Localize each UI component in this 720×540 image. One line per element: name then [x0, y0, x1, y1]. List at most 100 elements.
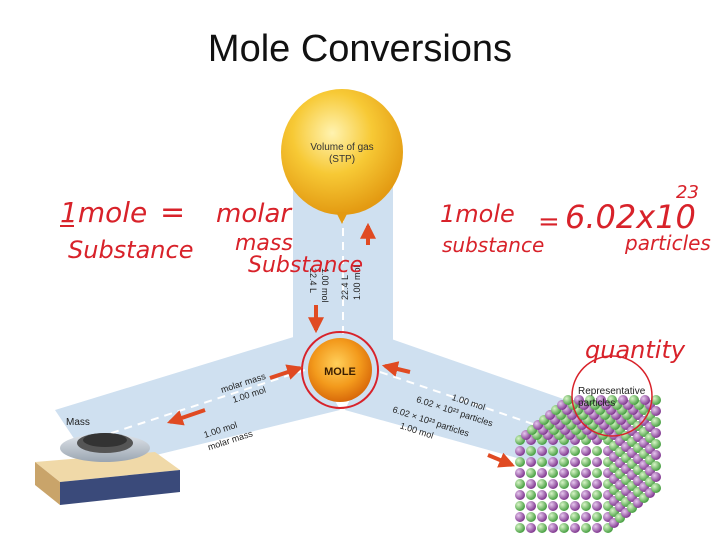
hw-right-2: substance [442, 233, 544, 257]
lattice-atom [526, 468, 536, 478]
lattice-atom [559, 490, 569, 500]
lattice-atom [515, 468, 525, 478]
lattice-atom [548, 490, 558, 500]
lattice-atom [548, 512, 558, 522]
lattice-atom [537, 523, 547, 533]
lattice-atom [581, 446, 591, 456]
particle-lattice [515, 395, 661, 533]
lattice-atom [574, 395, 584, 405]
lattice-atom [548, 446, 558, 456]
mass-label: Mass [66, 417, 90, 428]
vertical-left-bottom: 22.4 L [308, 268, 318, 293]
hw-molar-3: Substance [248, 253, 363, 278]
lattice-atom [526, 446, 536, 456]
lattice-atom [596, 395, 606, 405]
conversion-arrows [166, 222, 515, 468]
slide-title: Mole Conversions [207, 28, 513, 70]
lattice-atom [581, 468, 591, 478]
scale-illustration: Mass [35, 417, 180, 505]
lattice-atom [585, 395, 595, 405]
lattice-atom [537, 468, 547, 478]
lattice-atom [629, 395, 639, 405]
balloon: Volume of gas (STP) [281, 89, 403, 224]
lattice-atom [537, 446, 547, 456]
lattice-atom [559, 523, 569, 533]
lattice-atom [570, 501, 580, 511]
lattice-atom [607, 395, 617, 405]
lattice-atom [526, 479, 536, 489]
arrow-mass-to-mole [269, 364, 304, 380]
hw-equals-1: = [160, 195, 185, 230]
lattice-atom [548, 479, 558, 489]
lattice-atom [515, 446, 525, 456]
lattice-atom [570, 490, 580, 500]
hw-left-1: 1mole [60, 196, 147, 229]
mole-orb: MOLE [301, 331, 379, 409]
lattice-atom [592, 490, 602, 500]
handwritten-annotations: 1mole Substance = molar mass Substance 1… [60, 182, 711, 364]
vertical-right-top: 22.4 L [340, 275, 350, 300]
lattice-atom [526, 457, 536, 467]
volume-label-line1: Volume of gas [310, 142, 373, 153]
hw-molar-2: mass [235, 231, 293, 256]
lattice-atom [563, 395, 573, 405]
lattice-atom [515, 479, 525, 489]
lattice-atom [559, 512, 569, 522]
lattice-atom [537, 457, 547, 467]
lattice-atom [581, 457, 591, 467]
lattice-atom [651, 395, 661, 405]
vertical-labels-left: 1.00 mol 22.4 L [308, 268, 330, 303]
lattice-atom [570, 479, 580, 489]
lattice-atom [548, 468, 558, 478]
hw-exponent: 23 [676, 182, 699, 203]
lattice-atom [515, 457, 525, 467]
lattice-atom [515, 523, 525, 533]
particles-label-line2: particles [578, 398, 615, 409]
lattice-atom [570, 512, 580, 522]
mole-label: MOLE [324, 366, 356, 378]
lattice-atom [537, 501, 547, 511]
vertical-left-top: 1.00 mol [320, 268, 330, 303]
lattice-atom [515, 512, 525, 522]
lattice-atom [526, 523, 536, 533]
lattice-atom [559, 468, 569, 478]
lattice-atom [592, 512, 602, 522]
particles-label-circle [571, 355, 653, 437]
lattice-atom [651, 472, 661, 482]
lattice-atom [592, 457, 602, 467]
lattice-atom [651, 461, 661, 471]
lattice-atom [592, 468, 602, 478]
lattice-atom [526, 512, 536, 522]
lattice-atom [526, 490, 536, 500]
lattice-atom [570, 457, 580, 467]
lattice-atom [537, 479, 547, 489]
hw-right-1: 1mole [440, 200, 515, 228]
particles-label-line1: Representative [578, 386, 646, 397]
arrow-particles-to-mole [381, 361, 411, 377]
hw-particles: particles [624, 231, 711, 255]
arrow-to-particles [487, 452, 515, 468]
hw-molar-1: molar [216, 199, 293, 229]
lattice-atom [651, 417, 661, 427]
volume-label-line2: (STP) [329, 154, 355, 165]
lattice-atom [618, 395, 628, 405]
lattice-atom [640, 395, 650, 405]
lattice-atom [548, 457, 558, 467]
hw-left-2: Substance [68, 236, 193, 264]
lattice-atom [526, 501, 536, 511]
lattice-atom [559, 501, 569, 511]
lattice-atom [592, 523, 602, 533]
right-divider [379, 371, 581, 441]
lattice-atom [548, 523, 558, 533]
lattice-atom [570, 446, 580, 456]
lattice-atom [651, 439, 661, 449]
vertical-labels-right: 22.4 L 1.00 mol [340, 265, 362, 300]
lattice-atom [537, 512, 547, 522]
lattice-atom [559, 446, 569, 456]
lattice-atom [592, 479, 602, 489]
lattice-atom [581, 479, 591, 489]
arrow-to-mass [166, 408, 206, 426]
lattice-atom [592, 446, 602, 456]
lattice-atom [515, 490, 525, 500]
